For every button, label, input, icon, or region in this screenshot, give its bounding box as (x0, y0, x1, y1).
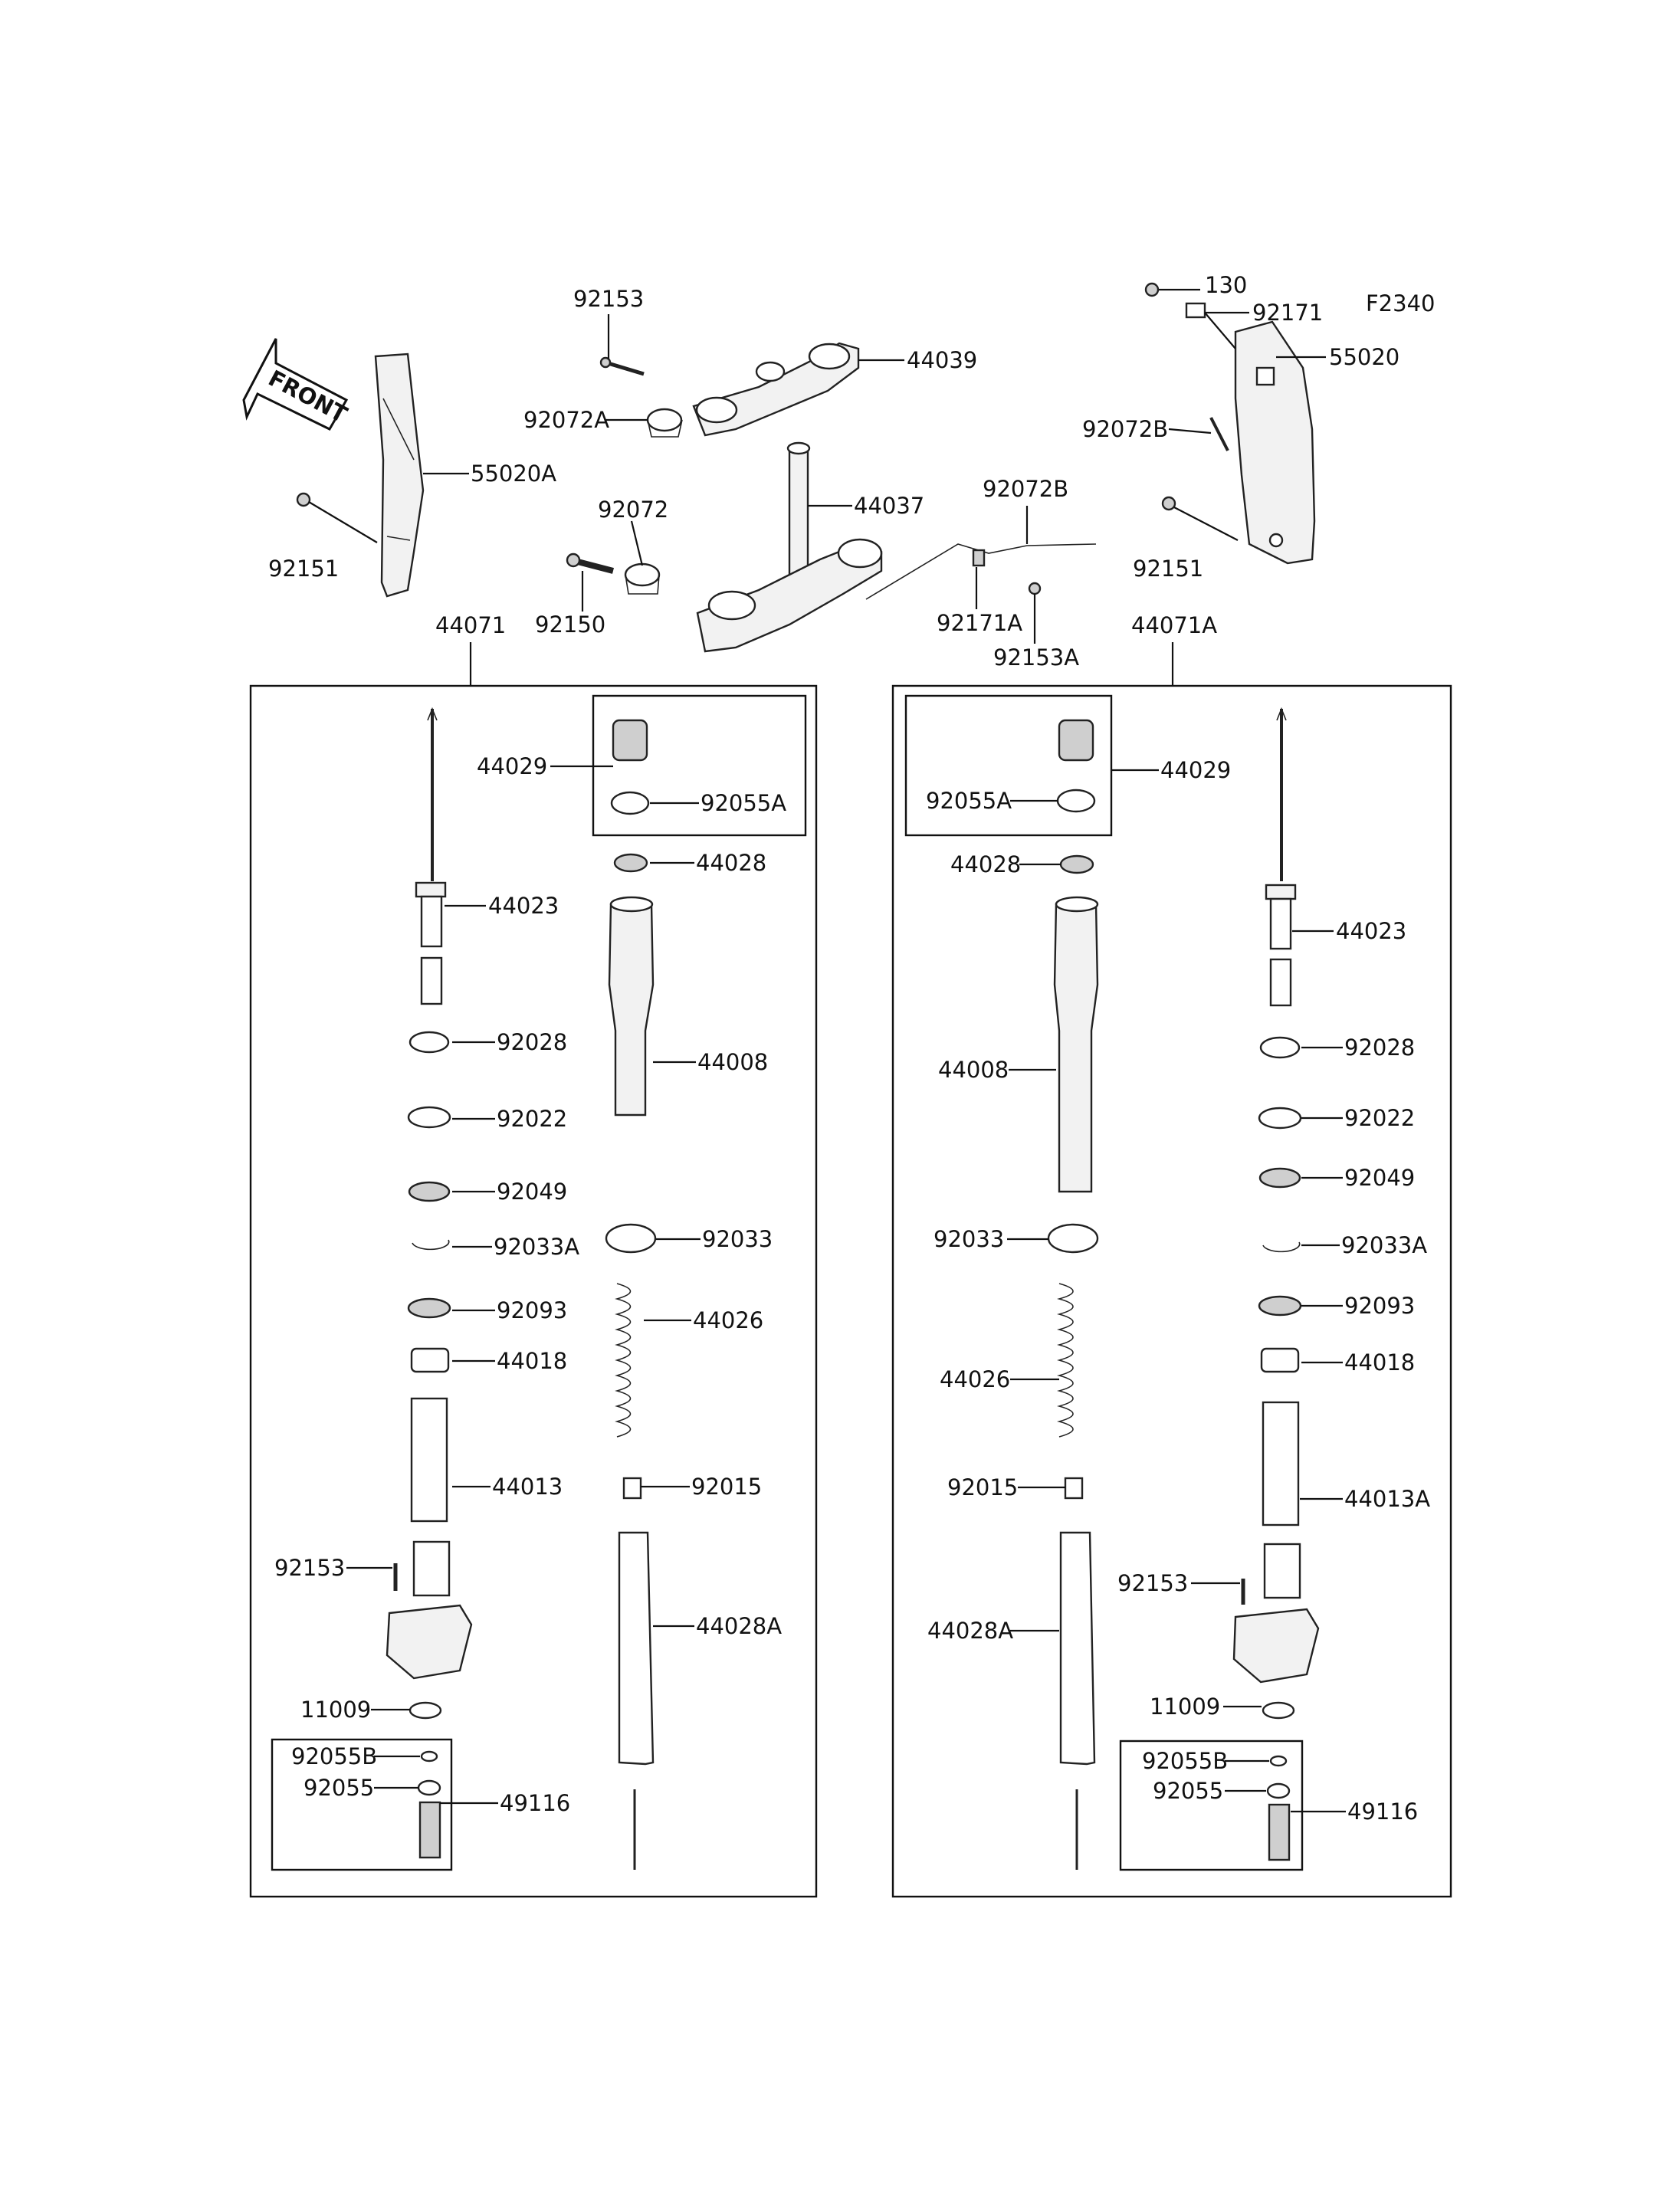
L-label-44008: 44008 (697, 1049, 768, 1075)
label-130: 130 (1205, 272, 1247, 298)
R-label-92093: 92093 (1344, 1293, 1415, 1319)
bolt-92151-left (296, 492, 311, 507)
L-label-44028A: 44028A (696, 1613, 782, 1639)
R-label-49116: 49116 (1347, 1799, 1418, 1825)
fork-left-parts (386, 707, 657, 1870)
hose-holder (865, 543, 1097, 600)
L-label-92055A: 92055A (701, 790, 786, 816)
label-44071A: 44071A (1131, 612, 1217, 638)
R-label-92055: 92055 (1153, 1778, 1223, 1804)
R-label-44008: 44008 (938, 1057, 1009, 1083)
clamp-92072A (646, 408, 683, 438)
L-label-44029: 44029 (477, 753, 547, 779)
label-44037: 44037 (854, 493, 924, 519)
R-label-92055A: 92055A (926, 788, 1012, 814)
front-arrow-icon: FRONT (242, 338, 352, 431)
label-92150: 92150 (535, 612, 605, 638)
L-label-92055: 92055 (304, 1775, 374, 1801)
label-92151-left: 92151 (268, 556, 339, 582)
label-55020A: 55020A (471, 461, 556, 487)
L-label-44028: 44028 (696, 850, 766, 876)
fork-left-leaders (346, 765, 701, 1805)
R-label-44026: 44026 (940, 1366, 1010, 1392)
L-label-92153: 92153 (274, 1555, 345, 1581)
L-label-92049: 92049 (497, 1179, 567, 1205)
R-label-44023: 44023 (1336, 918, 1406, 944)
label-92171A: 92171A (937, 610, 1022, 636)
R-label-11009: 11009 (1150, 1694, 1220, 1720)
label-92151-right: 92151 (1133, 556, 1203, 582)
L-label-92055B: 92055B (291, 1743, 377, 1769)
R-label-92028: 92028 (1344, 1035, 1415, 1061)
R-label-92049: 92049 (1344, 1165, 1415, 1191)
label-92171: 92171 (1252, 300, 1323, 326)
L-label-92015: 92015 (691, 1474, 762, 1500)
bolt-130 (1144, 282, 1160, 297)
fork-right-parts (1047, 707, 1320, 1870)
R-label-44029: 44029 (1160, 757, 1231, 783)
upper-triple-clamp (692, 342, 860, 437)
fork-assembly-right-box (891, 684, 1452, 1898)
R-label-92015: 92015 (947, 1474, 1018, 1500)
bolt-92151-right (1161, 496, 1176, 511)
L-label-92033: 92033 (702, 1226, 773, 1252)
label-92072B-right: 92072B (1082, 416, 1168, 442)
fork-assembly-left-box (249, 684, 818, 1898)
R-label-44028A: 44028A (927, 1618, 1013, 1644)
valve-subbox-right (1119, 1740, 1304, 1871)
label-92153-top: 92153 (573, 286, 644, 312)
label-92072B: 92072B (983, 476, 1068, 502)
L-label-44026: 44026 (693, 1307, 763, 1333)
L-label-44013: 44013 (492, 1474, 563, 1500)
L-label-92093: 92093 (497, 1297, 567, 1323)
L-label-44023: 44023 (488, 893, 559, 919)
label-55020: 55020 (1329, 344, 1399, 370)
label-44039: 44039 (907, 347, 977, 373)
R-label-44018: 44018 (1344, 1349, 1415, 1376)
fork-guard-right (1234, 320, 1316, 565)
R-label-92153: 92153 (1117, 1570, 1188, 1596)
L-label-92028: 92028 (497, 1029, 567, 1055)
fork-guard-left (374, 353, 425, 598)
L-label-11009: 11009 (300, 1697, 371, 1723)
bolt-92150 (566, 553, 615, 574)
figure-code: F2340 (1366, 290, 1435, 316)
top-leader-lines (308, 288, 1326, 644)
R-label-92033: 92033 (934, 1226, 1004, 1252)
L-label-49116: 49116 (500, 1790, 570, 1816)
label-92072A: 92072A (523, 407, 609, 433)
R-label-92055B: 92055B (1142, 1748, 1228, 1774)
R-label-92022: 92022 (1344, 1105, 1415, 1131)
R-label-44013A: 44013A (1344, 1486, 1430, 1512)
tie-92072B (1209, 417, 1229, 451)
clamp-92072 (624, 562, 661, 595)
valve-subbox-left (271, 1738, 453, 1871)
L-label-92033A: 92033A (494, 1234, 579, 1260)
fork-right-leaders (1007, 769, 1346, 1813)
L-label-44018: 44018 (497, 1348, 567, 1374)
steering-stem-lower-clamp (696, 441, 883, 653)
cap-subbox-right (904, 694, 1113, 837)
L-label-92022: 92022 (497, 1106, 567, 1132)
R-label-92033A: 92033A (1341, 1232, 1427, 1258)
label-92072: 92072 (598, 497, 668, 523)
label-44071: 44071 (435, 612, 506, 638)
clamp-92171 (1185, 302, 1206, 319)
bolt-92153-top (599, 356, 645, 376)
R-label-44028: 44028 (950, 851, 1021, 877)
label-92153A: 92153A (993, 644, 1079, 671)
